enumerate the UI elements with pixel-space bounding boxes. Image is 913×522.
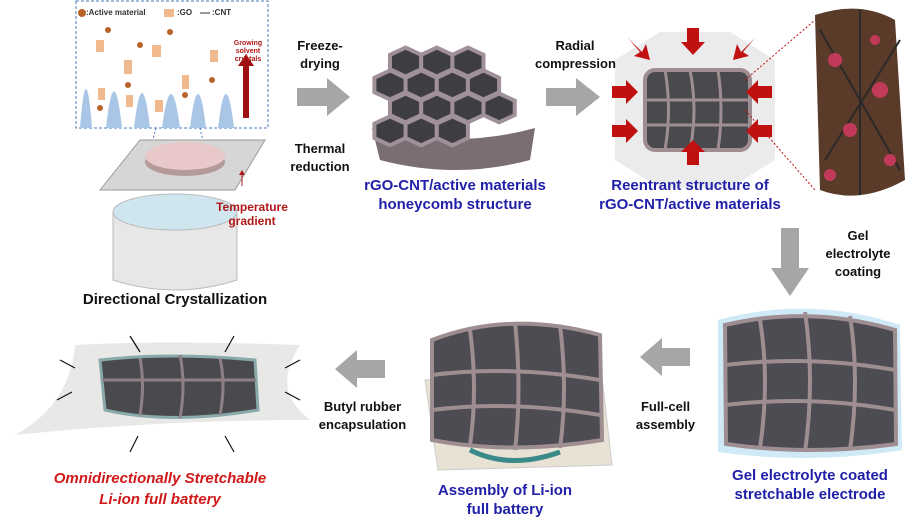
legend-active-material: :Active material: [86, 8, 146, 17]
gel-coated-electrode: [718, 308, 902, 459]
fiber-closeup: [815, 8, 905, 196]
honeycomb-cell: [372, 114, 408, 148]
freezing-apparatus: [98, 139, 266, 291]
honeycomb-structure: [372, 45, 535, 170]
reentrant-structure: [612, 19, 816, 191]
process-arrows: [297, 78, 809, 388]
legend-go: :GO: [177, 8, 193, 17]
honeycomb-cell: [403, 114, 439, 148]
freeze-drying-label: Freeze-drying: [297, 38, 343, 71]
crystallization-inset: [75, 0, 269, 151]
directional-crystallization-label: Directional Crystallization: [82, 291, 268, 308]
assembled-battery: [424, 321, 613, 471]
honeycomb-cell: [481, 91, 517, 125]
stretchable-battery: [15, 335, 310, 453]
stretch-arrows: [56, 335, 301, 453]
legend-cnt: :CNT: [212, 8, 232, 17]
honeycomb-cell: [434, 114, 470, 148]
